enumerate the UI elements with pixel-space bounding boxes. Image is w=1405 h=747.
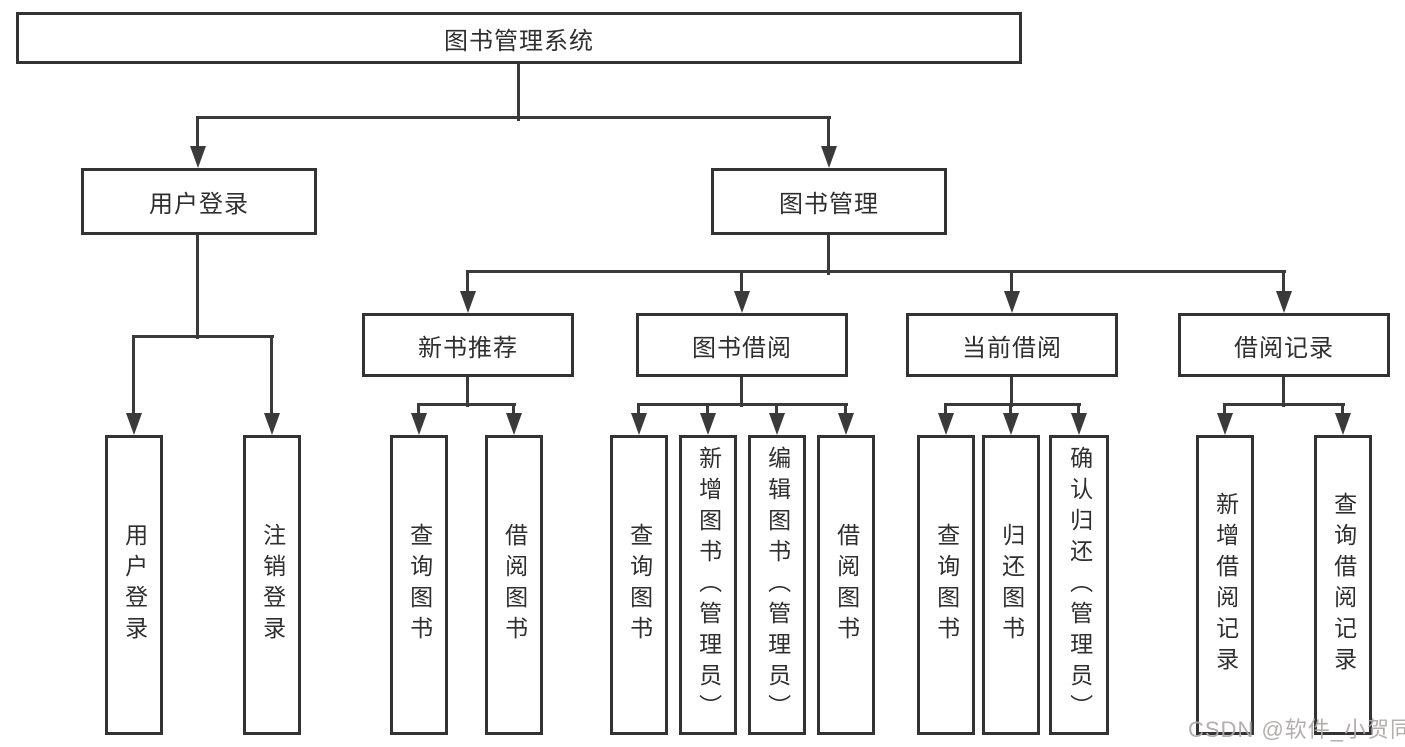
node-label: 归还图书 xyxy=(998,523,1025,647)
node-label: 查询借阅记录 xyxy=(1330,492,1357,678)
node-label: 借阅图书 xyxy=(501,523,528,647)
leaf-confirm-return-admin: 确认归还（管理员） xyxy=(1049,435,1109,735)
connector-line xyxy=(417,405,420,417)
leaf-borrow-books-recommend: 借阅图书 xyxy=(485,435,543,735)
node-label: 借阅记录 xyxy=(1234,334,1334,362)
connector-line xyxy=(706,405,709,417)
arrow-down-icon xyxy=(631,413,647,435)
arrow-down-icon xyxy=(506,413,522,435)
node-label: 查询图书 xyxy=(406,523,433,647)
node-label: 新书推荐 xyxy=(418,334,518,362)
leaf-borrow-books-borrowing: 借阅图书 xyxy=(817,435,875,735)
node-new-book-recommendation: 新书推荐 xyxy=(362,313,574,377)
arrow-down-icon xyxy=(264,413,280,435)
connector-line xyxy=(466,272,469,293)
leaf-query-books-borrowing: 查询图书 xyxy=(610,435,668,735)
arrow-down-icon xyxy=(734,291,750,313)
leaf-edit-book-admin: 编辑图书（管理员） xyxy=(748,435,806,735)
arrow-down-icon xyxy=(126,413,142,435)
connector-line xyxy=(775,405,778,417)
connector-line xyxy=(637,405,640,417)
node-current-borrowing: 当前借阅 xyxy=(906,313,1118,377)
connector-line xyxy=(740,272,743,293)
arrow-down-icon xyxy=(190,146,206,168)
connector-line xyxy=(466,270,1286,273)
connector-line xyxy=(417,403,516,406)
connector-line xyxy=(517,64,520,121)
connector-line xyxy=(827,235,830,275)
leaf-query-books-recommend: 查询图书 xyxy=(390,435,448,735)
connector-line xyxy=(637,403,848,406)
arrow-down-icon xyxy=(411,413,427,435)
node-label: 新增图书（管理员） xyxy=(695,445,722,725)
leaf-query-books-current: 查询图书 xyxy=(917,435,975,735)
node-book-borrowing: 图书借阅 xyxy=(636,313,848,377)
arrow-down-icon xyxy=(769,413,785,435)
connector-line xyxy=(944,403,1081,406)
connector-line xyxy=(132,337,135,415)
arrow-down-icon xyxy=(1004,291,1020,313)
leaf-user-login: 用户登录 xyxy=(105,435,163,735)
connector-line xyxy=(1223,405,1226,417)
arrow-down-icon xyxy=(1071,413,1087,435)
connector-line xyxy=(1282,377,1285,407)
connector-line xyxy=(132,335,274,338)
arrow-down-icon xyxy=(1217,413,1233,435)
node-label: 图书借阅 xyxy=(692,334,792,362)
leaf-logout: 注销登录 xyxy=(243,435,301,735)
arrow-down-icon xyxy=(700,413,716,435)
leaf-add-book-admin: 新增图书（管理员） xyxy=(679,435,737,735)
node-book-management: 图书管理 xyxy=(711,168,947,235)
node-label: 用户登录 xyxy=(121,523,148,647)
connector-line xyxy=(196,118,199,150)
node-label: 新增借阅记录 xyxy=(1212,492,1239,678)
watermark: CSDN @软件_小贺同学 xyxy=(1188,717,1405,742)
node-label: 查询图书 xyxy=(626,523,653,647)
connector-line xyxy=(466,377,469,407)
node-borrowing-records: 借阅记录 xyxy=(1178,313,1390,377)
node-label: 确认归还（管理员） xyxy=(1066,445,1093,725)
connector-line xyxy=(1282,272,1285,293)
node-label: 注销登录 xyxy=(259,523,286,647)
node-label: 图书管理系统 xyxy=(444,27,594,55)
arrow-down-icon xyxy=(821,146,837,168)
node-label: 用户登录 xyxy=(149,191,249,218)
connector-line xyxy=(827,118,830,150)
node-library-management-system: 图书管理系统 xyxy=(16,12,1022,64)
arrow-down-icon xyxy=(1276,291,1292,313)
connector-line xyxy=(1341,405,1344,417)
leaf-add-borrow-record: 新增借阅记录 xyxy=(1196,435,1254,735)
arrow-down-icon xyxy=(1335,413,1351,435)
connector-line xyxy=(270,337,273,415)
arrow-down-icon xyxy=(460,291,476,313)
leaf-query-borrow-record: 查询借阅记录 xyxy=(1314,435,1372,735)
node-label: 查询图书 xyxy=(933,523,960,647)
arrow-down-icon xyxy=(1003,413,1019,435)
connector-line xyxy=(844,405,847,417)
connector-line xyxy=(1077,405,1080,417)
connector-line xyxy=(1223,403,1345,406)
connector-line xyxy=(196,116,831,119)
connector-line xyxy=(1009,405,1012,417)
leaf-return-book: 归还图书 xyxy=(982,435,1040,735)
node-label: 借阅图书 xyxy=(833,523,860,647)
node-user-login: 用户登录 xyxy=(81,168,317,235)
node-label: 当前借阅 xyxy=(962,334,1062,362)
connector-line xyxy=(944,405,947,417)
connector-line xyxy=(1010,272,1013,293)
arrow-down-icon xyxy=(938,413,954,435)
node-label: 编辑图书（管理员） xyxy=(764,445,791,725)
connector-line xyxy=(740,377,743,407)
node-label: 图书管理 xyxy=(779,191,879,218)
connector-line xyxy=(196,235,199,339)
connector-line xyxy=(512,405,515,417)
connector-line xyxy=(1010,377,1013,407)
arrow-down-icon xyxy=(838,413,854,435)
